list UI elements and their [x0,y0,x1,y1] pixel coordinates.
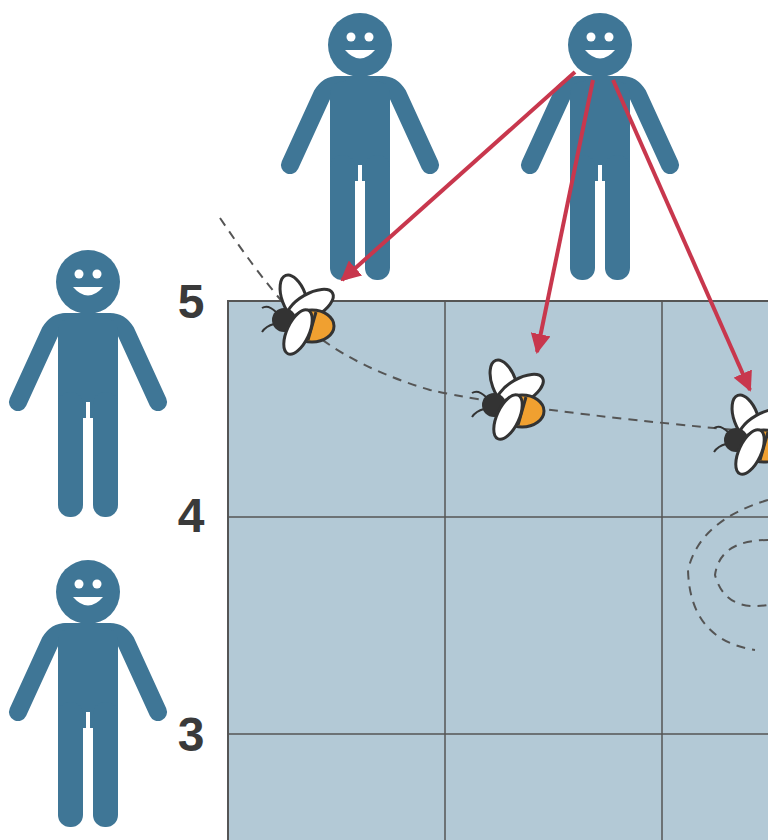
person [18,250,158,517]
pointer-arrows [342,72,750,390]
row-number: 3 [178,711,205,759]
person [18,560,158,827]
row-number: 4 [178,492,205,540]
row-number: 5 [178,278,205,326]
bee [262,271,339,358]
person [530,13,670,280]
bee [714,391,768,478]
person [290,13,430,280]
bee [472,356,549,443]
flight-path [220,218,768,650]
grid [228,301,768,840]
